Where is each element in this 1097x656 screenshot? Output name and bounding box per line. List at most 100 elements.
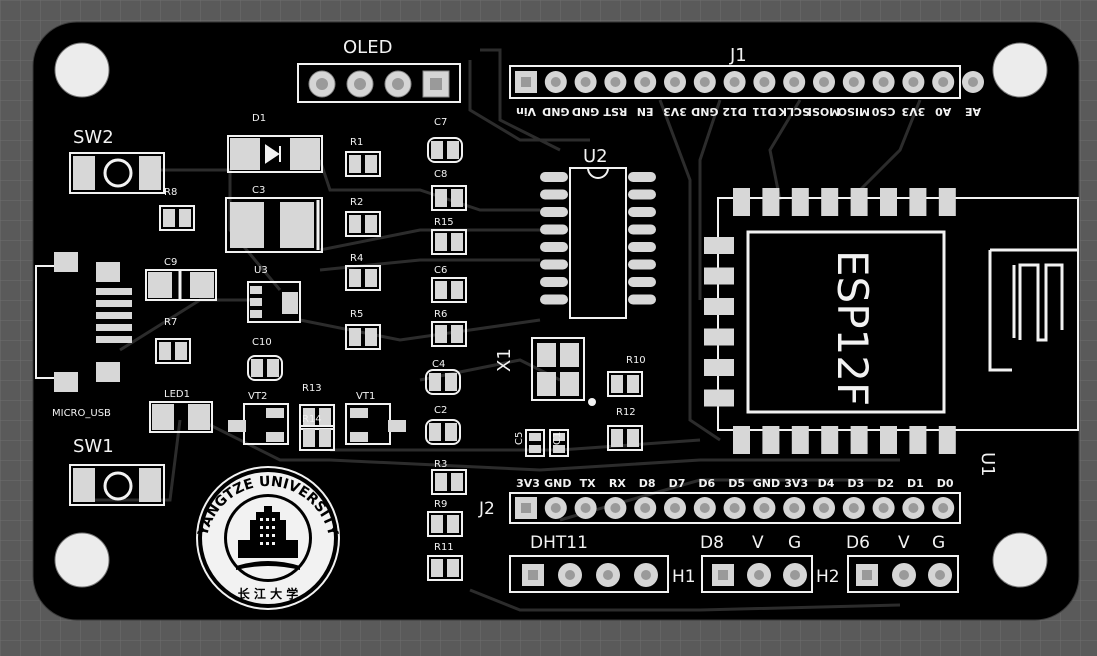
component-r15[interactable]: R15 xyxy=(431,217,467,255)
component-c10[interactable]: C10 xyxy=(247,337,283,381)
u2-pad-right[interactable] xyxy=(628,224,656,235)
j1-pin-12[interactable] xyxy=(842,71,865,93)
component-c1[interactable]: C1 xyxy=(549,429,569,457)
u2-pad-left[interactable] xyxy=(540,242,568,252)
esp12f-module[interactable]: ESP12F U1 xyxy=(704,188,1079,477)
component-r1[interactable]: R1 xyxy=(345,137,381,177)
u2-pad-left[interactable] xyxy=(540,189,568,200)
component-c4[interactable]: C4 xyxy=(425,359,461,395)
esp-top-pad[interactable] xyxy=(733,188,750,216)
j1-pin-9[interactable] xyxy=(753,71,776,93)
j1-pin-2[interactable] xyxy=(544,71,567,93)
component-r3[interactable]: R3 xyxy=(431,459,467,495)
j2-pin-11[interactable] xyxy=(813,497,835,519)
component-c5[interactable]: C5 xyxy=(514,429,545,457)
sw2-switch[interactable]: SW2 xyxy=(69,127,165,194)
j1-pin-10[interactable] xyxy=(783,71,806,93)
u2-pad-left[interactable] xyxy=(540,172,568,182)
u2-pad-left[interactable] xyxy=(540,207,568,217)
d1-diode[interactable] xyxy=(227,135,323,173)
esp-bottom-pad[interactable] xyxy=(762,426,780,454)
c3-capacitor[interactable] xyxy=(225,197,323,253)
j2-pin-15[interactable] xyxy=(932,497,955,519)
esp-bottom-pad[interactable] xyxy=(909,426,927,454)
u2-pad-right[interactable] xyxy=(628,207,656,217)
esp-top-pad[interactable] xyxy=(909,188,927,216)
u2-pad-right[interactable] xyxy=(628,259,656,270)
vt2-transistor[interactable] xyxy=(228,403,289,445)
esp-left-pad[interactable] xyxy=(704,328,734,346)
j1-pin-15[interactable] xyxy=(932,71,955,93)
component-r10[interactable]: R10 xyxy=(607,355,646,397)
j2-pin-10[interactable] xyxy=(783,497,806,519)
header-d6-v-g[interactable]: D6 V G xyxy=(846,533,959,593)
component-r4[interactable]: R4 xyxy=(345,253,381,291)
header-d8-v-g[interactable]: D8 V G H2 xyxy=(700,533,840,593)
vt1-transistor[interactable] xyxy=(345,403,406,445)
j2-pin-2[interactable] xyxy=(544,497,567,519)
u2-pad-right[interactable] xyxy=(628,294,656,305)
component-r6[interactable]: R6 xyxy=(431,309,467,347)
j2-pin-6[interactable] xyxy=(664,497,686,519)
u2-pad-left[interactable] xyxy=(540,277,568,287)
j2-pin-7[interactable] xyxy=(693,497,716,519)
esp-bottom-pad[interactable] xyxy=(791,426,809,454)
u2-pad-left[interactable] xyxy=(540,294,568,305)
oled-header[interactable]: OLED xyxy=(297,37,461,103)
component-c8[interactable]: C8 xyxy=(431,169,467,211)
esp-top-pad[interactable] xyxy=(850,188,868,216)
esp-top-pad[interactable] xyxy=(762,188,780,216)
esp-top-pad[interactable] xyxy=(938,188,956,216)
component-r14[interactable]: R14 xyxy=(299,414,335,451)
esp-bottom-pad[interactable] xyxy=(850,426,868,454)
u2-pad-left[interactable] xyxy=(540,259,568,270)
u3-regulator[interactable] xyxy=(247,281,301,323)
j1-pin-13[interactable] xyxy=(872,71,895,93)
j1-pin-8[interactable] xyxy=(723,71,746,93)
esp-bottom-pad[interactable] xyxy=(821,426,839,454)
j2-pin-12[interactable] xyxy=(842,497,865,519)
component-c6[interactable]: C6 xyxy=(431,265,467,303)
esp-bottom-pad[interactable] xyxy=(938,426,956,454)
j1-pin-16[interactable] xyxy=(962,71,984,93)
u2-pad-right[interactable] xyxy=(628,189,656,200)
component-r9[interactable]: R9 xyxy=(427,499,463,537)
j1-pin-3[interactable] xyxy=(574,71,597,93)
j1-pin-1[interactable] xyxy=(515,71,537,93)
led1[interactable] xyxy=(149,401,213,433)
component-c7[interactable]: C7 xyxy=(427,117,463,163)
component-r5[interactable]: R5 xyxy=(345,309,381,350)
j1-pin-5[interactable] xyxy=(634,71,657,93)
j2-pin-8[interactable] xyxy=(723,497,746,519)
dht11-header[interactable]: DHT11 H1 xyxy=(509,533,696,593)
u2-pad-right[interactable] xyxy=(628,172,656,182)
component-c2[interactable]: C2 xyxy=(425,405,461,445)
component-r8[interactable]: R8 xyxy=(159,187,195,231)
c9-capacitor[interactable] xyxy=(145,269,217,301)
j2-pin-4[interactable] xyxy=(604,497,627,519)
j2-pin-1[interactable] xyxy=(515,497,537,519)
esp-bottom-pad[interactable] xyxy=(733,426,750,454)
esp-top-pad[interactable] xyxy=(880,188,897,216)
esp-left-pad[interactable] xyxy=(704,298,734,315)
esp-left-pad[interactable] xyxy=(704,267,734,285)
j2-pin-9[interactable] xyxy=(753,497,776,519)
esp-left-pad[interactable] xyxy=(704,359,734,376)
j2-pin-5[interactable] xyxy=(634,497,657,519)
component-r2[interactable]: R2 xyxy=(345,197,381,237)
component-r7[interactable]: R7 xyxy=(155,317,191,364)
esp-bottom-pad[interactable] xyxy=(880,426,897,454)
j1-pin-7[interactable] xyxy=(693,71,716,93)
component-r11[interactable]: R11 xyxy=(427,542,463,581)
component-r13[interactable]: R13 xyxy=(299,383,335,430)
esp-left-pad[interactable] xyxy=(704,237,734,254)
esp-top-pad[interactable] xyxy=(821,188,839,216)
sw1-switch[interactable]: SW1 xyxy=(69,436,165,506)
j1-pin-6[interactable] xyxy=(664,71,686,93)
esp-top-pad[interactable] xyxy=(791,188,809,216)
j2-pin-3[interactable] xyxy=(574,497,597,519)
u2-chip[interactable]: U2 xyxy=(540,146,656,319)
